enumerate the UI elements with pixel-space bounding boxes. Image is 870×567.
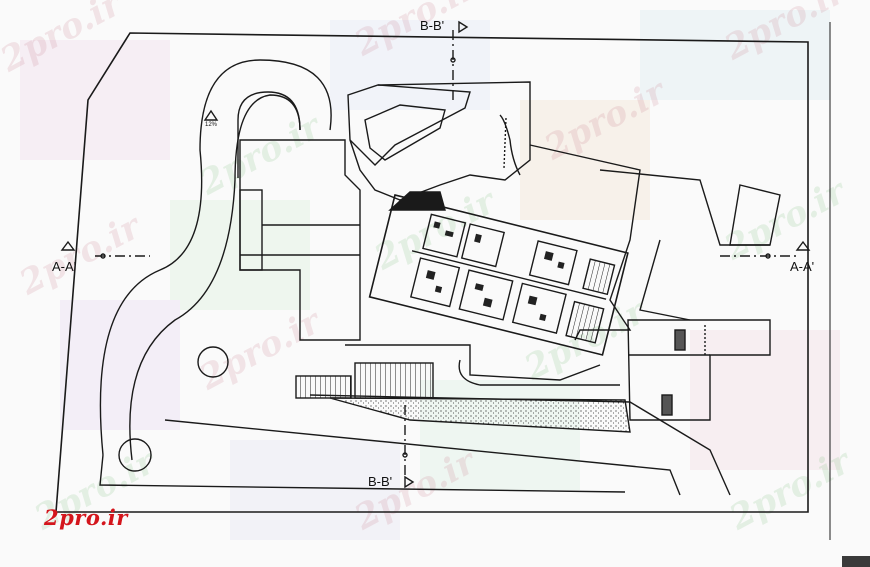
stair-ramp (354, 362, 434, 399)
section-label-bottom: B-B' (368, 474, 393, 489)
section-label-right: A-A' (790, 259, 815, 274)
hotel-block (368, 194, 629, 356)
section-dot (765, 253, 771, 259)
guest-room (409, 257, 461, 308)
section-label-top: B-B' (420, 18, 445, 33)
stair-ramp (295, 375, 352, 399)
parked-car (661, 394, 673, 416)
corner-tab (842, 556, 870, 567)
hotel-block-outline (368, 194, 629, 356)
building-wing-west (239, 139, 361, 341)
road-hairpin (237, 91, 301, 178)
site-boundary (55, 32, 809, 513)
section-marker-right (795, 240, 811, 251)
gravel-area (329, 397, 631, 433)
section-dot (100, 253, 106, 259)
mid-walkway-edge (458, 359, 620, 386)
mid-walkway (345, 344, 601, 381)
section-label-left: A-A' (52, 259, 77, 274)
curved-ramp (499, 114, 521, 176)
stair-core (565, 300, 605, 344)
section-marker-bottom (404, 475, 415, 489)
guest-room (460, 223, 506, 268)
stair-core (582, 258, 616, 296)
north-plaza (349, 81, 531, 201)
east-terrace-edge (639, 239, 691, 321)
guest-room (422, 213, 467, 258)
corridor (411, 250, 607, 300)
brand-logo: 2pro.ir (44, 505, 128, 530)
south-road-edge (99, 454, 626, 493)
parked-car (674, 329, 686, 351)
guest-room (458, 269, 514, 321)
pool-outline (364, 104, 446, 161)
guest-room (528, 240, 578, 286)
ramp-steps (503, 117, 507, 169)
planter-circle (197, 346, 229, 378)
section-marker-left (60, 240, 76, 251)
entrance-canopy (388, 191, 446, 211)
slope-marker (203, 109, 219, 121)
slope-label: 12% (205, 122, 218, 128)
section-dot (450, 57, 456, 63)
block-west (239, 189, 263, 271)
guest-room (511, 282, 567, 334)
planter-circle (118, 438, 152, 472)
loop-road-outer (99, 59, 332, 456)
loop-road-inner (129, 94, 301, 461)
east-terrace (599, 169, 770, 246)
south-road-inner (164, 419, 681, 496)
parking-lot (627, 319, 771, 421)
east-building (729, 184, 781, 246)
building-wing-north (347, 84, 471, 166)
east-wing (529, 144, 641, 341)
section-dot (402, 452, 408, 458)
section-marker-top (458, 20, 469, 34)
